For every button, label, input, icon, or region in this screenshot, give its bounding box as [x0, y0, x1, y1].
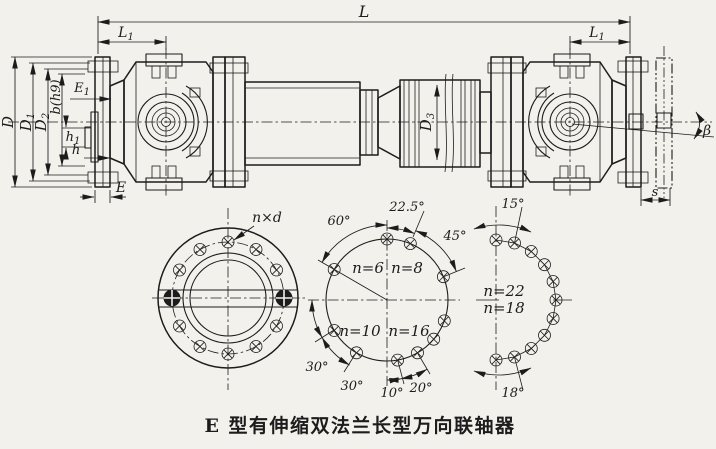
dimension-D1: D1	[17, 62, 90, 182]
dimension-b-h9: b(h9)	[49, 73, 85, 167]
label-angle-30a: 30°	[305, 360, 328, 375]
break-line	[444, 73, 447, 173]
label-angle-20: 20°	[408, 381, 432, 396]
left-hub-stub	[84, 111, 99, 163]
flange-front-view: n×d	[152, 208, 305, 390]
phantom-flange	[628, 46, 673, 198]
bolt-pattern-semicircle-diagram: 15° 18° n=22 n=18	[473, 197, 572, 401]
dimension-L: L	[97, 2, 631, 54]
label-L: L	[358, 2, 370, 21]
label-n16: n=16	[388, 322, 430, 340]
label-n8: n=8	[391, 259, 423, 277]
beta-angle: β	[571, 111, 715, 140]
label-h: h	[72, 143, 80, 158]
label-angle-22-5: 22.5°	[388, 200, 424, 215]
caption: E 型有伸缩双法兰长型万向联轴器	[204, 414, 515, 437]
label-D2: D2	[32, 113, 52, 132]
label-s: s	[652, 185, 659, 200]
label-n6: n=6	[352, 259, 384, 277]
intermediate-shaft	[244, 73, 492, 173]
dimension-h: h	[72, 143, 111, 161]
label-E: E	[115, 180, 126, 196]
label-E1: E1	[73, 81, 90, 98]
dimension-D2: D2	[32, 68, 88, 176]
dimension-h1: h1	[62, 115, 91, 160]
label-angle-18: 18°	[501, 386, 524, 401]
spline-sleeve	[399, 79, 481, 168]
label-angle-45: 45°	[442, 229, 466, 244]
dimension-E1: E1	[70, 81, 112, 102]
dimension-D: D	[0, 56, 92, 188]
label-beta: β	[702, 123, 711, 139]
label-n-x-d: n×d	[252, 210, 282, 226]
label-h1: h1	[66, 130, 81, 147]
label-D1: D1	[17, 113, 37, 132]
bolt-pattern-circle-diagram: 60° 22.5° 45° 30° 30° 10° 20° n=6 n=8 n=…	[305, 200, 466, 401]
label-D: D	[0, 116, 17, 129]
label-L1-right: L1	[588, 25, 605, 43]
dimension-E: E	[80, 180, 126, 203]
s-dimension: s	[640, 185, 671, 206]
label-angle-30b: 30°	[340, 379, 363, 394]
label-D3: D3	[417, 113, 437, 132]
label-L1-left: L1	[117, 25, 134, 43]
label-n22: n=22	[483, 282, 524, 300]
label-angle-10: 10°	[380, 386, 403, 401]
break-line	[451, 73, 454, 173]
dimension-D3: D3	[417, 84, 440, 161]
label-angle-15: 15°	[501, 197, 524, 212]
label-n18: n=18	[483, 299, 524, 317]
label-angle-60: 60°	[327, 214, 350, 229]
dimension-L1-left: L1	[97, 25, 167, 50]
label-b-h9: b(h9)	[49, 79, 64, 114]
label-n10: n=10	[339, 322, 381, 340]
dimension-L1-right: L1	[569, 25, 631, 50]
